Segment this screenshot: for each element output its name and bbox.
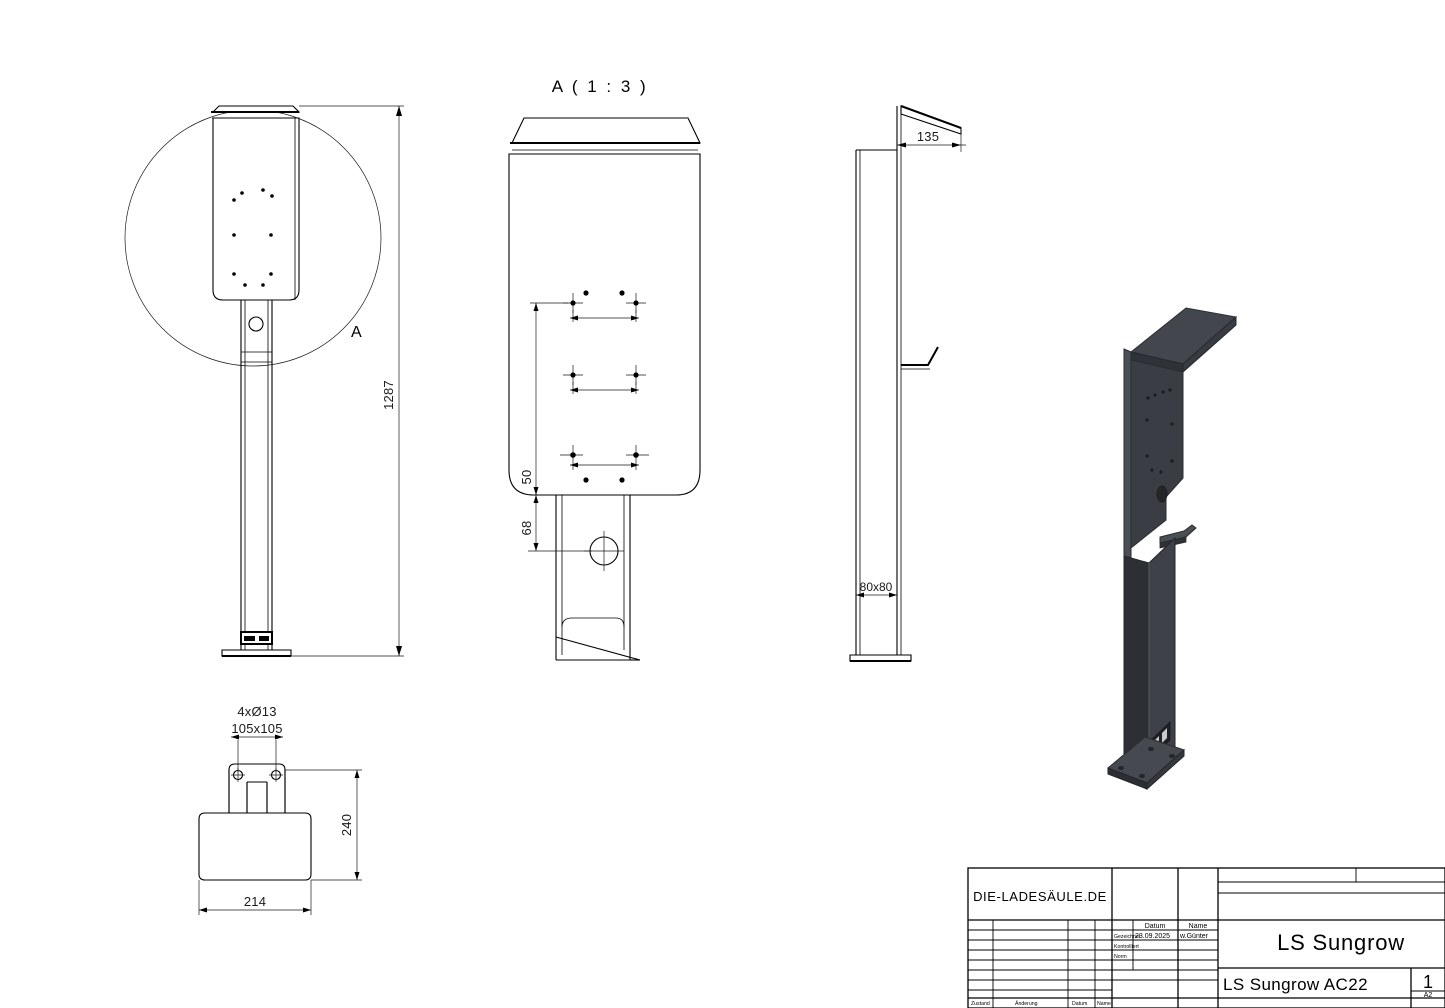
side-elevation-view: 135 80x80 (849, 105, 966, 662)
detail-hole-row-1 (563, 290, 646, 322)
dimension-68: 68 (519, 495, 592, 552)
dimension-label-68: 68 (519, 521, 534, 536)
dimension-label-105x105: 105x105 (231, 721, 282, 736)
role-checked-label: Kontrolliert (1114, 944, 1139, 950)
drawn-date: 23.09.2025 (1135, 933, 1170, 940)
company-name: DIE-LADESÄULE.DE (973, 889, 1107, 904)
name-column-header: Name (1189, 923, 1208, 930)
sheet-format: A2 (1424, 992, 1433, 999)
isometric-render-view (1107, 307, 1238, 791)
dimension-label-240: 240 (339, 814, 354, 836)
cable-outlet-hole (248, 316, 264, 332)
revision-change-label: Änderung (1015, 1000, 1038, 1007)
base-access-hatch (240, 631, 273, 645)
iso-cable-hole (1156, 485, 1168, 503)
date-column-header: Datum (1145, 923, 1166, 930)
detail-callout-label: A (351, 324, 362, 341)
dimension-135: 135 (897, 128, 966, 152)
dimension-1287: 1287 (291, 105, 404, 657)
iso-hole-pattern (1145, 388, 1174, 474)
title-block: DIE-LADESÄULE.DE Zustand Änderung Datum … (967, 867, 1445, 1008)
cable-hook-profile (555, 636, 641, 661)
head-plate-body (212, 117, 300, 301)
cable-hook (901, 346, 939, 370)
dimension-label-50: 50 (519, 470, 534, 485)
dimension-label-4xd13: 4xØ13 (237, 704, 276, 719)
detail-hole-row-3 (560, 445, 649, 483)
detail-plate-body (508, 153, 701, 496)
drawn-name: w.Günter (1179, 933, 1209, 940)
base-outline (198, 812, 312, 881)
dimension-label-214: 214 (244, 894, 266, 909)
dimension-label-135: 135 (917, 129, 939, 144)
role-drawn-label: Gezeichnet (1114, 934, 1141, 940)
dimension-50: 50 (519, 302, 568, 495)
revision-status-label: Zustand (971, 1001, 990, 1007)
iso-base-bolt-holes (1118, 747, 1175, 778)
revision-date-label: Datum (1072, 1001, 1087, 1007)
revision-name-label: Name (1097, 1001, 1111, 1007)
iso-roof-side (1182, 315, 1237, 374)
detail-roof-cap (511, 117, 701, 144)
front-elevation-view: 1287 A (124, 105, 404, 657)
dimension-label-80x80: 80x80 (860, 580, 893, 594)
detail-hole-row-2 (563, 365, 646, 394)
title-block-frame (967, 867, 1445, 1008)
head-plate-hole-pattern (232, 188, 274, 287)
dimension-80x80: 80x80 (856, 580, 897, 598)
drawing-subtitle: LS Sungrow AC22 (1223, 975, 1368, 994)
role-norm-label: Norm (1114, 954, 1127, 960)
dimension-label-1287: 1287 (381, 380, 396, 410)
drawing-title: LS Sungrow (1277, 930, 1405, 955)
base-plate-plan-view: 105x105 4xØ13 240 214 (198, 704, 362, 915)
iso-base-plate-side (1146, 748, 1185, 791)
detail-view-title: A ( 1 : 3 ) (552, 77, 648, 96)
detail-view-a: A ( 1 : 3 ) (508, 77, 701, 661)
dimension-240: 240 (285, 769, 362, 881)
sheet-number: 1 (1423, 972, 1433, 992)
dimension-214: 214 (198, 880, 312, 915)
dimension-bolt-pattern: 105x105 4xØ13 (231, 704, 283, 772)
iso-head-plate-edge (1123, 348, 1132, 561)
